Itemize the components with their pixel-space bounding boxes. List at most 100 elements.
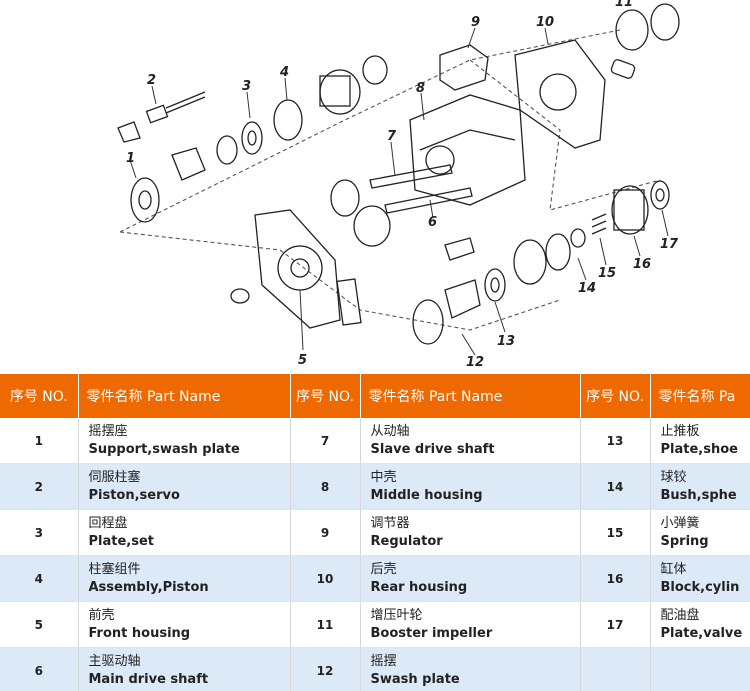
cell-part-name	[650, 647, 750, 691]
cell-no	[580, 647, 651, 691]
label-part-16: 16	[633, 257, 651, 272]
cell-no: 12	[290, 647, 361, 691]
cell-no: 15	[580, 509, 651, 556]
assembly-guide-left	[119, 231, 561, 331]
part-3-set-plate	[216, 121, 263, 165]
part-name-cn: 缸体	[660, 561, 687, 577]
part-13-shoe-plate	[484, 268, 506, 302]
part-name-en: Plate,valve	[660, 625, 743, 641]
cell-part-name: 回程盘 Plate,set	[78, 509, 291, 556]
part-name-cn: 止推板	[660, 423, 700, 439]
part-name-en: Main drive shaft	[88, 671, 209, 687]
part-8-middle-housing	[409, 94, 526, 206]
cell-part-name: 调节器 Regulator	[360, 509, 581, 556]
cell-no: 10	[290, 555, 361, 602]
part-16-cylinder-block	[513, 185, 649, 285]
part-17-valve-plate	[650, 180, 670, 210]
cell-no: 3	[0, 509, 79, 556]
label-part-3: 3	[242, 79, 251, 94]
part-name-cn: 摇摆座	[88, 423, 128, 439]
part-name-cn: 从动轴	[370, 423, 410, 439]
cell-no: 8	[290, 463, 361, 510]
label-part-4: 4	[279, 65, 289, 80]
part-name-en: Bush,sphe	[660, 487, 737, 503]
part-9-regulator	[439, 44, 489, 91]
label-part-12: 12	[466, 355, 484, 370]
cell-part-name: 柱塞组件 Assembly,Piston	[78, 555, 291, 602]
parts-table: 序号 NO. 零件名称 Part Name 序号 NO. 零件名称 Part N…	[0, 374, 750, 691]
part-15-springs	[591, 213, 607, 235]
parts-table-wrapper: 序号 NO. 零件名称 Part Name 序号 NO. 零件名称 Part N…	[0, 374, 750, 691]
part-14-spherical-bush	[545, 228, 586, 271]
part-7-slave-drive-shaft	[330, 164, 453, 247]
part-4-piston-assembly	[273, 55, 388, 141]
cell-part-name: 增压叶轮 Booster impeller	[360, 601, 581, 648]
part-name-cn: 增压叶轮	[370, 607, 423, 623]
label-part-14: 14	[578, 281, 596, 296]
part-name-en: Middle housing	[370, 487, 483, 503]
part-name-en: Swash plate	[370, 671, 460, 687]
label-part-10: 10	[536, 15, 554, 30]
header-name-1: 零件名称 Part Name	[78, 374, 291, 418]
cell-no: 17	[580, 601, 651, 648]
table-body: 1 摇摆座 Support,swash plate 7 从动轴 Slave driv…	[0, 418, 750, 691]
part-name-en: Front housing	[88, 625, 191, 641]
part-10-rear-housing	[514, 39, 606, 149]
part-12-swash-plate	[412, 237, 481, 345]
cell-part-name: 止推板 Plate,shoe	[650, 418, 750, 464]
cell-no: 1	[0, 418, 79, 464]
label-part-9: 9	[471, 15, 480, 30]
table-row: 1 摇摆座 Support,swash plate 7 从动轴 Slave driv…	[0, 418, 750, 464]
part-name-cn: 小弹簧	[660, 515, 700, 531]
part-name-cn: 柱塞组件	[88, 561, 141, 577]
part-name-cn: 后壳	[370, 561, 397, 577]
cell-no: 11	[290, 601, 361, 648]
part-name-en: Plate,shoe	[660, 441, 738, 457]
label-part-2: 2	[147, 73, 156, 88]
part-name-en: Rear housing	[370, 579, 468, 595]
cell-no: 9	[290, 509, 361, 556]
cell-no: 6	[0, 647, 79, 691]
header-no-3: 序号 NO.	[580, 374, 651, 418]
cell-no: 7	[290, 418, 361, 464]
part-name-en: Slave drive shaft	[370, 441, 495, 457]
part-name-en: Booster impeller	[370, 625, 493, 641]
cell-no: 16	[580, 555, 651, 602]
part-11-booster-impeller	[610, 3, 680, 79]
cell-no: 2	[0, 463, 79, 510]
label-part-17: 17	[660, 237, 679, 252]
part-name-en: Spring	[660, 533, 709, 549]
pump-drawing: 1 2 3 4 5 6 7 8 9 10 11 12 13 14 15 16 1…	[117, 0, 680, 370]
header-name-2: 零件名称 Part Name	[360, 374, 581, 418]
part-name-en: Support,swash plate	[88, 441, 240, 457]
exploded-view-diagram: 1 2 3 4 5 6 7 8 9 10 11 12 13 14 15 16 1…	[117, 0, 680, 370]
assembly-guide-right	[469, 59, 661, 211]
cell-no: 4	[0, 555, 79, 602]
part-name-cn: 主驱动轴	[88, 653, 141, 669]
cell-part-name: 小弹簧 Spring	[650, 509, 750, 556]
cell-no: 5	[0, 601, 79, 648]
cell-part-name: 主驱动轴 Main drive shaft	[78, 647, 291, 691]
cell-part-name: 后壳 Rear housing	[360, 555, 581, 602]
part-name-cn: 回程盘	[88, 515, 128, 531]
cell-part-name: 从动轴 Slave drive shaft	[360, 418, 581, 464]
part-name-en: Plate,set	[88, 533, 155, 549]
part-1-support	[117, 121, 160, 223]
table-header-row: 序号 NO. 零件名称 Part Name 序号 NO. 零件名称 Part N…	[0, 374, 750, 418]
assembly-guide-upper	[119, 29, 621, 233]
label-part-5: 5	[298, 353, 307, 368]
part-name-en: Regulator	[370, 533, 443, 549]
part-name-en: Assembly,Piston	[88, 579, 209, 595]
table-row: 3 回程盘 Plate,set 9 调节器 Regulator 15 小弹簧 Spri…	[0, 509, 750, 556]
cell-no: 13	[580, 418, 651, 464]
part-name-cn: 调节器	[370, 515, 410, 531]
header-no-2: 序号 NO.	[290, 374, 361, 418]
